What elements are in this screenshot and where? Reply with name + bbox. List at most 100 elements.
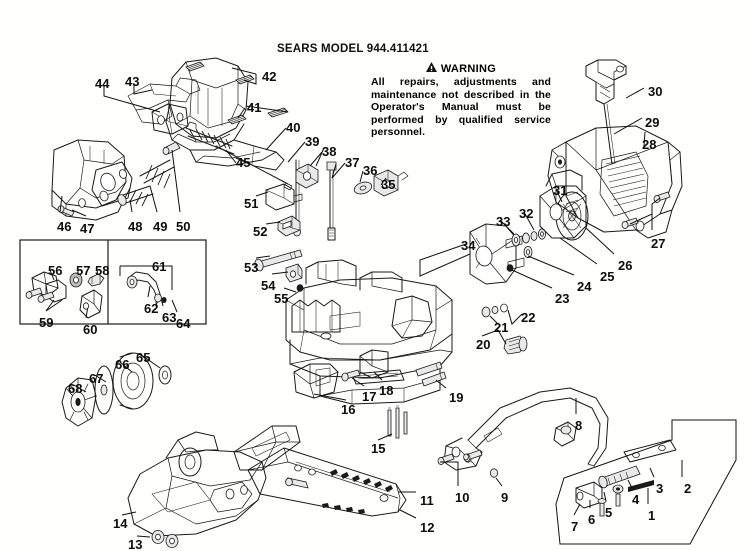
callout-number-24: 24 (577, 279, 592, 294)
callout-number-3: 3 (656, 481, 664, 496)
callout-number-29: 29 (645, 115, 660, 130)
callout-number-28: 28 (642, 137, 657, 152)
part-35-fitting (373, 169, 409, 197)
callout-number-43: 43 (125, 74, 140, 89)
callout-number-9: 9 (501, 490, 509, 505)
part-51-block (265, 183, 303, 211)
part-49-spring (139, 159, 175, 189)
callout-number-2: 2 (684, 481, 692, 496)
callout-number-32: 32 (519, 206, 534, 221)
warning-body-text: All repairs, adjustments and maintenance… (371, 76, 551, 139)
linkage-rods-38-40 (215, 145, 319, 237)
part-38-fitting (295, 163, 319, 189)
part-18-bracket (359, 349, 389, 379)
callout-number-59: 59 (39, 315, 54, 330)
callout-number-56: 56 (48, 263, 63, 278)
part-11-12-guide-bar (247, 447, 407, 517)
part-65-washer (158, 365, 172, 385)
callout-number-5: 5 (605, 505, 613, 520)
bar-mount-detail (285, 477, 309, 489)
callout-number-23: 23 (555, 291, 570, 306)
part-30-starter-handle (585, 59, 627, 105)
callout-number-55: 55 (274, 291, 289, 306)
part-29-starter-rope (603, 103, 616, 165)
callout-number-34: 34 (461, 238, 476, 253)
callout-number-30: 30 (648, 84, 663, 99)
inset-parts-61-64 (126, 271, 167, 307)
warning-heading-row: WARNING (371, 62, 551, 75)
part-16-lever (293, 363, 339, 399)
callout-number-31: 31 (553, 183, 568, 198)
part-46-housing (51, 139, 133, 221)
part-68-clutch (61, 377, 97, 427)
callout-number-50: 50 (176, 219, 191, 234)
callout-number-63: 63 (162, 310, 177, 325)
fasteners-19 (415, 361, 447, 387)
hardware-20-23 (481, 303, 528, 355)
callout-number-54: 54 (261, 278, 276, 293)
callout-number-19: 19 (449, 390, 464, 405)
callout-number-6: 6 (588, 512, 596, 527)
callout-number-16: 16 (341, 402, 356, 417)
warning-notice: WARNING All repairs, adjustments and mai… (371, 62, 551, 139)
callout-number-11: 11 (420, 493, 434, 508)
callout-number-14: 14 (113, 516, 128, 531)
fasteners-9-10 (437, 449, 498, 478)
callout-number-37: 37 (345, 155, 360, 170)
callout-number-15: 15 (371, 441, 386, 456)
callout-number-52: 52 (253, 224, 268, 239)
callout-number-27: 27 (651, 236, 666, 251)
part-group-43-44 (127, 77, 201, 125)
callout-number-36: 36 (363, 163, 378, 178)
part-34-drum (469, 223, 525, 285)
part-50-pin (162, 141, 181, 155)
callout-number-47: 47 (80, 221, 95, 236)
callout-number-60: 60 (83, 322, 98, 337)
part-37-rod (326, 161, 337, 241)
leader-lines (45, 67, 683, 538)
callout-number-45: 45 (236, 155, 251, 170)
callout-number-18: 18 (379, 383, 394, 398)
page-title: SEARS MODEL 944.411421 (277, 43, 429, 55)
kit-bracket-outline (555, 419, 737, 545)
callout-number-20: 20 (476, 337, 491, 352)
callout-number-62: 62 (144, 301, 159, 316)
hardware-32-33 (506, 228, 547, 272)
part-28-starter-housing (547, 125, 683, 239)
callout-number-42: 42 (262, 69, 277, 84)
fasteners-42 (185, 61, 255, 85)
callout-number-53: 53 (244, 260, 259, 275)
callout-number-8: 8 (575, 418, 583, 433)
warning-triangle-icon (425, 62, 437, 75)
callout-number-40: 40 (286, 120, 301, 135)
part-66-drum (112, 352, 154, 410)
part-25-26-body (539, 169, 587, 239)
callout-number-64: 64 (176, 316, 191, 331)
callout-number-51: 51 (244, 196, 259, 211)
callout-number-61: 61 (152, 259, 167, 274)
callout-number-12: 12 (420, 520, 435, 535)
part-53-bolt (254, 249, 303, 272)
part-14-main-body (127, 431, 267, 537)
callout-number-38: 38 (322, 144, 337, 159)
callout-number-41: 41 (247, 100, 262, 115)
callout-number-25: 25 (600, 269, 615, 284)
part-67-plate (94, 365, 114, 415)
part-8-handlebar (443, 387, 609, 471)
callout-number-17: 17 (362, 389, 377, 404)
fasteners-15 (387, 405, 408, 439)
part-36-washer (353, 181, 373, 195)
callout-number-57: 57 (76, 263, 91, 278)
callout-number-35: 35 (381, 177, 396, 192)
callout-number-39: 39 (305, 134, 320, 149)
fasteners-41 (227, 107, 289, 125)
part-central-chassis (285, 259, 453, 405)
callout-number-44: 44 (95, 76, 110, 91)
part-48-spring (117, 185, 154, 207)
callout-number-26: 26 (618, 258, 633, 273)
inset-panel-box (19, 239, 207, 325)
callout-number-10: 10 (455, 490, 470, 505)
callout-number-46: 46 (57, 219, 72, 234)
